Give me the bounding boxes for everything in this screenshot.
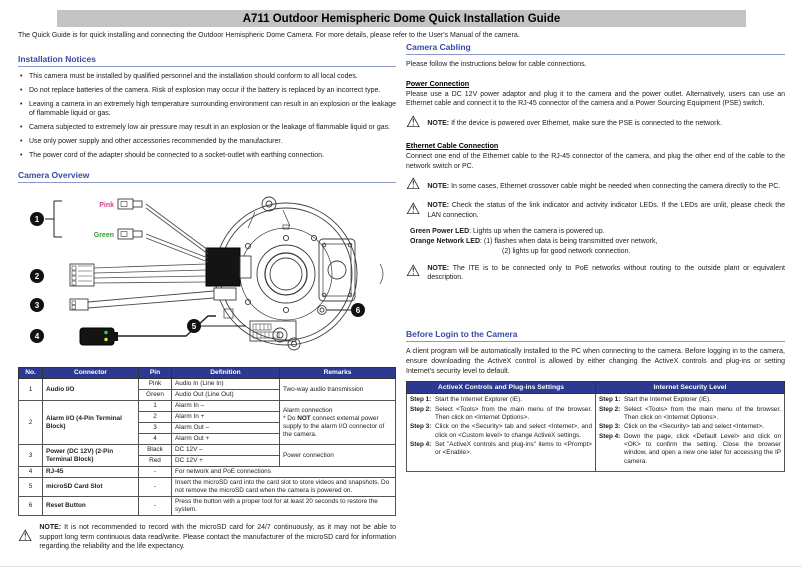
step-item: Step 4:Down the page, click <Default Lev… [599, 432, 781, 465]
table-row: 1 Audio I/O Pink Audio In (Line In) Two-… [18, 378, 396, 402]
svg-text:5: 5 [192, 322, 197, 331]
table-row: 6 Reset Button - Press the button with a… [18, 496, 396, 517]
security-steps-cell: Step 1:Start the Internet Explorer (IE).… [595, 393, 785, 473]
notice-bullet: This camera must be installed by qualifi… [18, 72, 396, 82]
table-row: 3 Power (DC 12V) (2-Pin Terminal Block) … [18, 444, 396, 468]
document-title-bar: A711 Outdoor Hemispheric Dome Quick Inst… [57, 10, 746, 27]
left-column: Installation Notices This camera must be… [18, 54, 396, 559]
warning-triangle-icon: ⚠ [406, 113, 421, 131]
rj45-yellow-led [104, 337, 108, 341]
installation-notices-heading: Installation Notices [18, 54, 396, 67]
callout-microsd: 5 [187, 318, 246, 333]
green-led-label: Green Power LED [410, 228, 470, 236]
table-row: 3 Alarm Out – [19, 422, 396, 435]
notice-bullet: Camera subjected to extremely low air pr… [18, 123, 396, 133]
svg-text:2: 2 [35, 272, 40, 281]
power-connection-heading: Power Connection [406, 78, 470, 88]
ite-note: ⚠ NOTE: The ITE is to be connected only … [406, 262, 785, 281]
rj45-green-led [104, 330, 108, 334]
notice-bullet: Do not replace batteries of the camera. … [18, 86, 396, 96]
table-row: 2 Alarm In + [19, 411, 396, 424]
led-status-note: ⚠ NOTE: Check the status of the link ind… [406, 200, 785, 219]
alarm-wires [93, 263, 207, 283]
warning-triangle-icon: ⚠ [406, 200, 421, 218]
step-item: Step 3:Click on the <Security> tab and s… [599, 423, 764, 431]
cabling-intro: Please follow the instructions below for… [406, 61, 587, 68]
step-item: Step 1:Start the Internet Explorer (IE). [599, 396, 712, 404]
led-descriptions: Green Power LED: Lights up when the came… [410, 228, 658, 255]
camera-overview-heading: Camera Overview [18, 170, 396, 183]
poe-note: ⚠ NOTE: If the device is powered over Et… [406, 113, 722, 131]
step-item: Step 1:Start the Internet Explorer (IE). [410, 396, 523, 404]
cable-junction [205, 247, 252, 301]
before-login-heading: Before Login to the Camera [406, 329, 785, 343]
right-column: Camera Cabling Please follow the instruc… [406, 42, 785, 473]
step-item: Step 2:Select <Tools> from the main menu… [599, 405, 781, 422]
callout-power: 3 [30, 297, 89, 312]
power-cable [87, 290, 215, 309]
microsd-note: ⚠ NOTE: It is not recommended to record … [18, 524, 396, 551]
orange-led-label: Orange Network LED [410, 237, 481, 245]
table-header-row: ActiveX Controls and Plug-ins Settings I… [406, 381, 785, 395]
crossover-note: ⚠ NOTE: In some cases, Ethernet crossove… [406, 176, 781, 194]
step-item: Step 4:Set "ActiveX controls and plug-in… [410, 441, 592, 457]
pink-connector-label: Pink [99, 202, 114, 209]
browser-settings-table: ActiveX Controls and Plug-ins Settings I… [406, 381, 785, 473]
security-column-header: Internet Security Level [595, 381, 785, 395]
camera-cabling-heading: Camera Cabling [406, 42, 785, 55]
vertical-spacer [406, 289, 785, 329]
svg-text:1: 1 [35, 215, 40, 224]
callout-audio: 1 Pink Green [30, 198, 143, 240]
callout-alarm: 2 [30, 263, 95, 287]
page-title: A711 Outdoor Hemispheric Dome Quick Inst… [242, 12, 561, 25]
activex-steps-cell: Step 1:Start the Internet Explorer (IE).… [406, 393, 596, 473]
warning-triangle-icon: ⚠ [406, 262, 421, 280]
green-connector-label: Green [94, 232, 114, 239]
notice-bullet: Leaving a camera in an extremely high te… [18, 100, 396, 119]
callout-rj45: 4 [30, 327, 118, 346]
intro-paragraph: The Quick Guide is for quick installing … [18, 32, 520, 39]
svg-text:4: 4 [35, 332, 40, 341]
ethernet-connection-body: Connect one end of the Ethernet cable to… [406, 152, 785, 170]
table-row: 4 RJ-45 - For network and PoE connection… [18, 466, 396, 479]
activex-column-header: ActiveX Controls and Plug-ins Settings [406, 381, 596, 395]
notice-bullet: The power cord of the adapter should be … [18, 151, 396, 161]
warning-triangle-icon: ⚠ [18, 527, 33, 545]
svg-text:6: 6 [356, 306, 361, 315]
warning-triangle-icon: ⚠ [406, 176, 421, 194]
connector-table: No. Connector Pin Definition Remarks 1 A… [18, 366, 396, 517]
svg-text:3: 3 [35, 301, 40, 310]
table-row: Green Audio Out (Line Out) [19, 389, 396, 402]
camera-diagram: 1 Pink Green 2 [30, 196, 384, 351]
installation-notices-list: This camera must be installed by qualifi… [18, 72, 396, 161]
power-connection-body: Please use a DC 12V power adaptor and pl… [406, 90, 785, 108]
table-row: 2 Alarm I/O (4-Pin Terminal Block) 1 Ala… [18, 400, 396, 446]
alarm-remarks: Alarm connection * Do NOT connect extern… [279, 400, 396, 446]
step-item: Step 2:Select <Tools> from the main menu… [410, 405, 592, 422]
step-item: Step 3:Click on the <Security> tab and s… [410, 423, 592, 439]
audio-wires [145, 203, 209, 262]
callout-reset: 6 [327, 302, 365, 317]
table-row: 5 microSD Card Slot - Insert the microSD… [18, 477, 396, 498]
notice-bullet: Use only power supply and other accessor… [18, 137, 396, 147]
before-login-body: A client program will be automatically i… [406, 348, 785, 375]
ethernet-connection-heading: Ethernet Cable Connection [406, 140, 499, 150]
table-header-row: No. Connector Pin Definition Remarks [18, 366, 396, 380]
